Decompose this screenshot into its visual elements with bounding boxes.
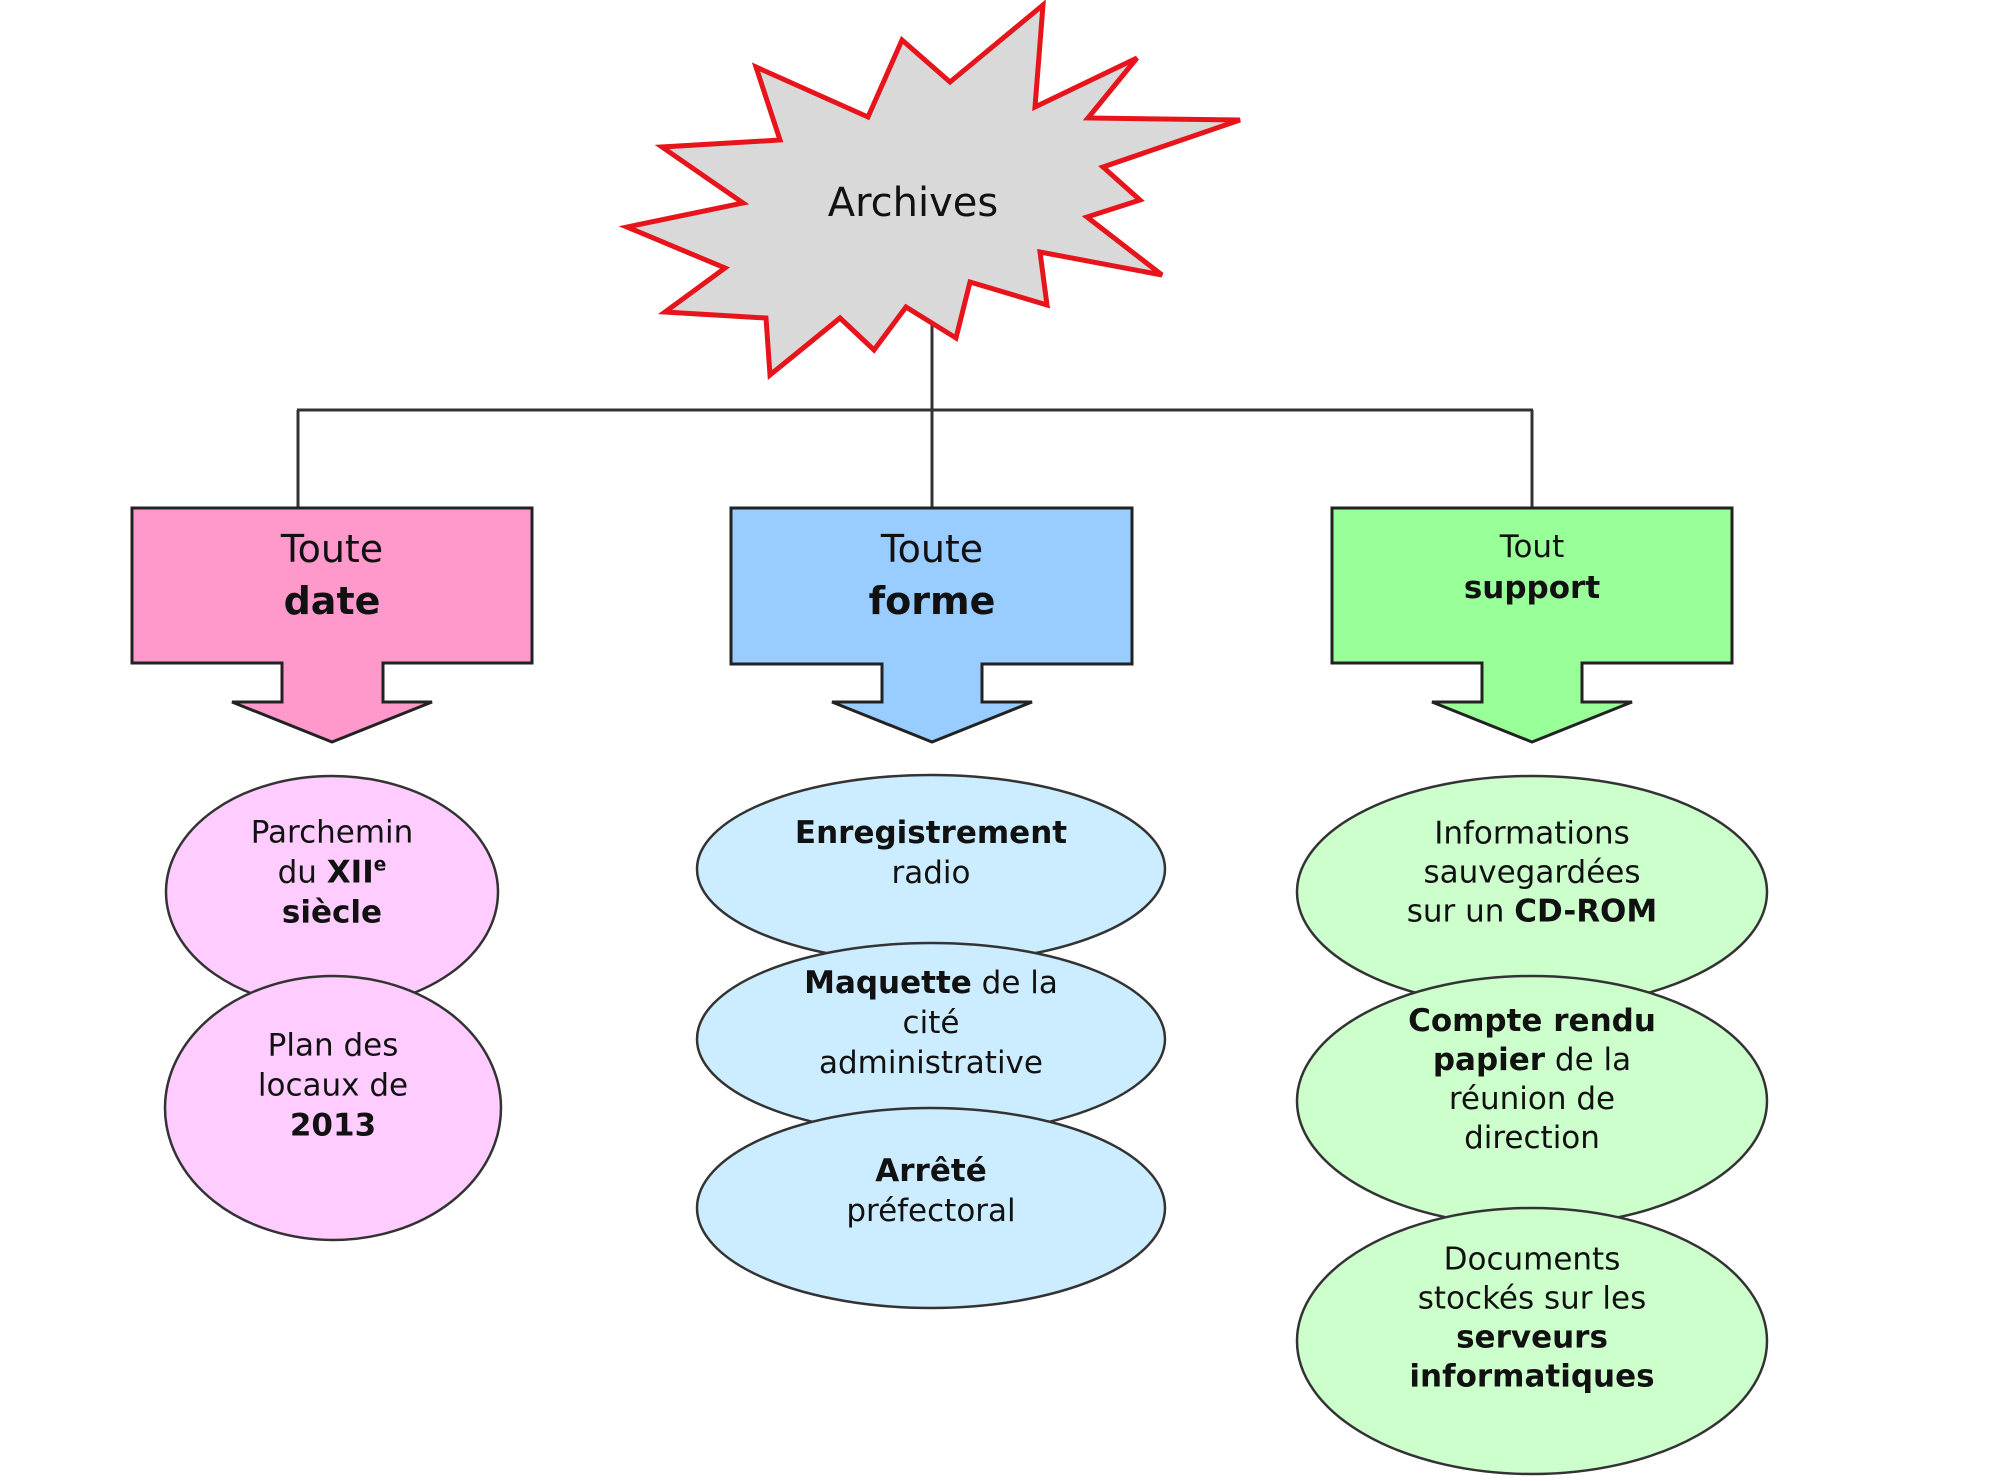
header-line: support <box>1464 570 1600 606</box>
text-segment: sauvegardées <box>1423 854 1640 890</box>
text-segment: siècle <box>282 894 382 930</box>
text-segment: locaux de <box>258 1067 408 1103</box>
item-forme-1: Enregistrement radio <box>695 773 1167 965</box>
item-label: Parchemin du XIIe siècle <box>251 814 414 930</box>
text-segment: direction <box>1464 1120 1600 1156</box>
item-date-2: Plan des locaux de 2013 <box>163 974 503 1242</box>
text-segment: XII <box>327 854 374 890</box>
header-label-forme: Toute forme <box>869 527 996 623</box>
item-forme-3: Arrêté préfectoral <box>695 1106 1167 1310</box>
starburst-shape <box>618 0 1241 380</box>
text-segment: radio <box>892 855 971 891</box>
text-segment: e <box>374 855 387 876</box>
text-segment: papier <box>1433 1042 1546 1078</box>
item-ellipse <box>695 1106 1167 1310</box>
connectors <box>296 320 1534 508</box>
item-date-1: Parchemin du XIIe siècle <box>164 774 500 1010</box>
header-callout-date <box>130 506 534 744</box>
header-line: Toute <box>880 527 983 571</box>
text-segment: serveurs <box>1456 1320 1608 1356</box>
text-segment: 2013 <box>290 1107 376 1143</box>
item-forme-2: Maquette de la cité administrative <box>695 941 1167 1137</box>
header-line: forme <box>869 579 996 623</box>
item-label: Maquette de la cité administrative <box>804 965 1058 1081</box>
header-line: date <box>284 579 381 623</box>
text-segment: de la <box>972 965 1058 1001</box>
text-segment: administrative <box>819 1045 1043 1081</box>
root-node: Archives <box>618 0 1241 380</box>
text-segment: CD-ROM <box>1514 893 1657 929</box>
item-label: Enregistrement radio <box>795 815 1067 891</box>
header-callout-support <box>1330 506 1734 744</box>
header-label-support: Tout support <box>1464 529 1600 606</box>
item-ellipse <box>1295 774 1769 1010</box>
text-segment: Plan des <box>268 1027 399 1063</box>
text-segment: Documents <box>1444 1242 1621 1278</box>
text-segment: Enregistrement <box>795 815 1067 851</box>
item-label: Plan des locaux de 2013 <box>258 1027 408 1143</box>
item-ellipse <box>1295 1206 1769 1476</box>
text-segment: Arrêté <box>875 1153 986 1189</box>
header-line: Toute <box>280 527 383 571</box>
text-segment: cité <box>903 1005 960 1041</box>
text-segment: stockés sur les <box>1418 1281 1646 1317</box>
item-ellipse <box>164 774 500 1010</box>
item-ellipse <box>163 974 503 1242</box>
header-label-date: Toute date <box>280 527 383 623</box>
root-label: Archives <box>828 180 999 226</box>
text-segment: Informations <box>1434 815 1630 851</box>
text-segment: Parchemin <box>251 814 414 850</box>
text-segment: de la <box>1545 1042 1631 1078</box>
header-line: Tout <box>1499 529 1564 565</box>
text-segment: sur un <box>1407 893 1515 929</box>
text-segment: informatiques <box>1409 1359 1654 1395</box>
item-label: Arrêté préfectoral <box>846 1153 1015 1229</box>
text-segment: Maquette <box>804 965 972 1001</box>
text-segment: réunion de <box>1449 1081 1615 1117</box>
text-segment: Compte rendu <box>1408 1003 1656 1039</box>
text-segment: préfectoral <box>846 1193 1015 1229</box>
header-callout-forme <box>729 506 1134 744</box>
text-segment: du <box>278 854 327 890</box>
